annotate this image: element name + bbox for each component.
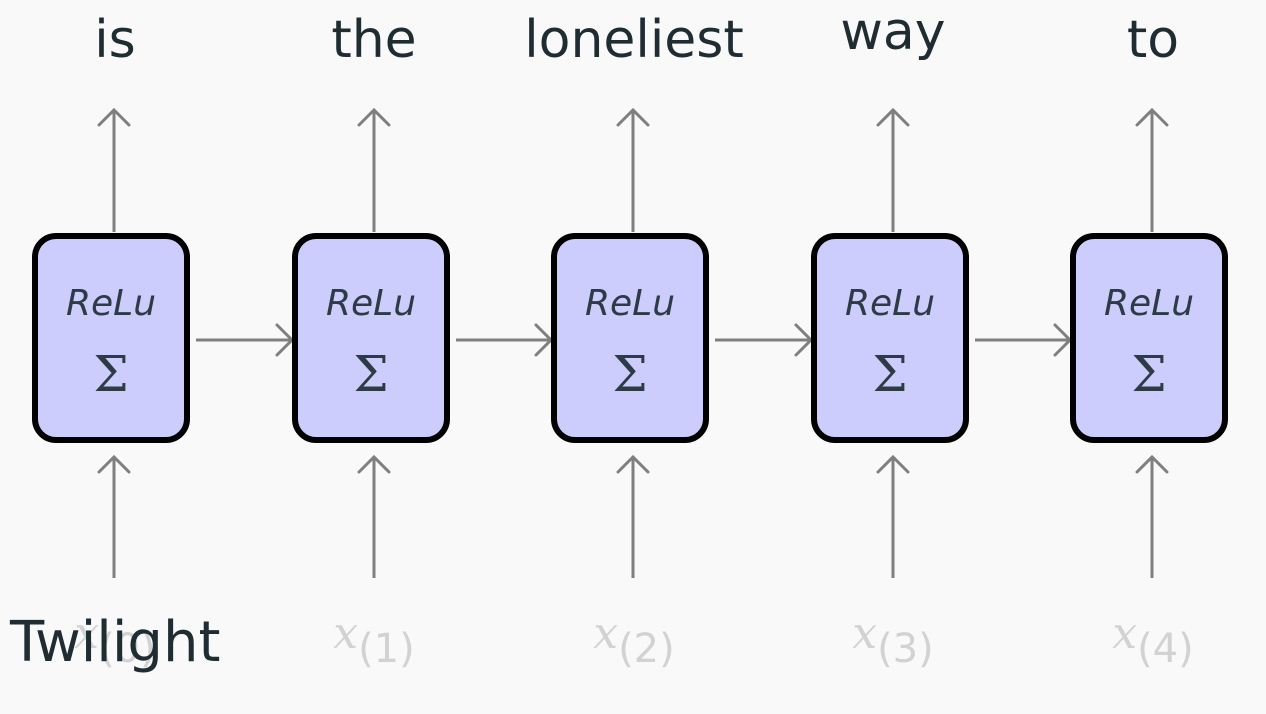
input-label-1: x(1)	[333, 608, 415, 672]
activation-label: ReLu	[844, 283, 936, 324]
input-arrowhead-4	[1135, 454, 1169, 474]
output-arrowhead-2	[616, 107, 650, 127]
activation-label: ReLu	[325, 283, 417, 324]
output-word-4: to	[1126, 10, 1180, 70]
input-word: Twilight	[10, 610, 221, 675]
input-arrowhead-1	[357, 454, 391, 474]
sum-symbol: Σ	[353, 345, 389, 403]
activation-label: ReLu	[584, 283, 676, 324]
input-label-4: x(4)	[1112, 608, 1194, 672]
sum-symbol: Σ	[93, 345, 129, 403]
output-word-3: way	[840, 2, 946, 62]
output-word-2: loneliest	[524, 10, 744, 70]
sum-symbol: Σ	[872, 345, 908, 403]
output-arrowhead-1	[357, 107, 391, 127]
rnn-cell-3: ReLu Σ	[811, 233, 969, 443]
output-arrowhead-4	[1135, 107, 1169, 127]
input-label-3: x(3)	[852, 608, 934, 672]
input-arrowhead-3	[876, 454, 910, 474]
input-arrowhead-2	[616, 454, 650, 474]
rnn-cell-4: ReLu Σ	[1070, 233, 1228, 443]
output-word-1: the	[331, 10, 417, 70]
output-arrowhead-0	[97, 107, 131, 127]
activation-label: ReLu	[1103, 283, 1195, 324]
input-label-0: x(0)	[74, 608, 156, 672]
sum-symbol: Σ	[1131, 345, 1167, 403]
output-arrowhead-3	[876, 107, 910, 127]
rnn-cell-0: ReLu Σ	[32, 233, 190, 443]
sum-symbol: Σ	[612, 345, 648, 403]
output-word-0: is	[94, 10, 136, 70]
activation-label: ReLu	[65, 283, 157, 324]
rnn-cell-2: ReLu Σ	[551, 233, 709, 443]
input-arrowhead-0	[97, 454, 131, 474]
rnn-cell-1: ReLu Σ	[292, 233, 450, 443]
input-label-2: x(2)	[593, 608, 675, 672]
